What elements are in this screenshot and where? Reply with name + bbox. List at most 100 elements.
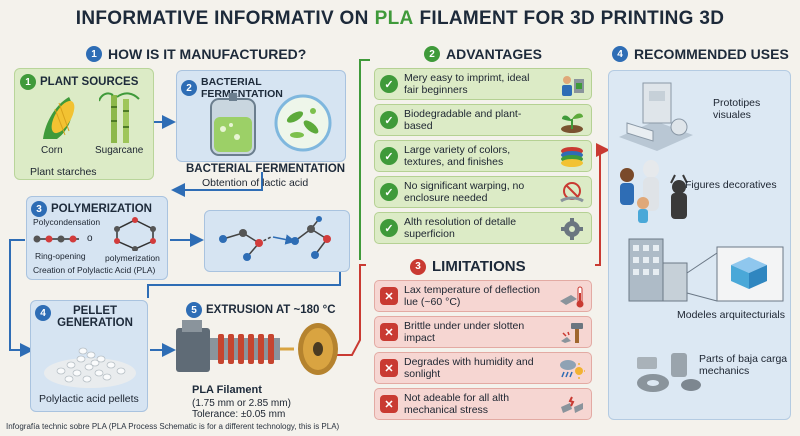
section-title: LIMITATIONS <box>432 258 526 275</box>
cross-icon: ✕ <box>380 287 398 305</box>
step-polymerization: 3 POLYMERIZATION Polycondensation o Ring… <box>26 196 168 280</box>
corn-icon <box>43 97 75 139</box>
broken-part-icon <box>561 396 583 413</box>
filament-title: PLA Filament <box>192 384 262 396</box>
plant-caption: Plant starches <box>30 166 97 178</box>
gear-icon <box>561 218 583 240</box>
recommended-uses-panel: Prototipes visuales Figures decoratives … <box>608 70 791 420</box>
check-icon: ✓ <box>380 75 398 93</box>
page-title: INFORMATIVE INFORMATIV ON PLA FILAMENT F… <box>0 0 800 38</box>
thermometer-icon <box>560 286 584 308</box>
step-header: 2 BACTERIAL FERMENTATION <box>181 76 345 100</box>
advantage-item: ✓ Biodegradable and plant-based <box>374 104 592 136</box>
step-number-badge: 1 <box>20 74 36 90</box>
step-extrusion-header: 5 EXTRUSION AT ~180 °C <box>186 302 336 318</box>
title-part2: FILAMENT FOR 3D PRINTING 3D <box>419 8 725 29</box>
fermenter-tank-icon <box>210 93 256 156</box>
advantage-item: ✓ No significant warping, no enclosure n… <box>374 176 592 208</box>
limitation-text: Degrades with humidity and sonlight <box>404 356 534 380</box>
step-fermentation: 2 BACTERIAL FERMENTATION <box>176 70 346 162</box>
sugarcane-label: Sugarcane <box>95 145 144 156</box>
section-number-badge: 1 <box>86 46 102 62</box>
or-label: o <box>87 233 93 244</box>
section-uses-header: 4 RECOMMENDED USES <box>612 46 789 62</box>
section-title: HOW IS IT MANUFACTURED? <box>108 46 307 62</box>
step-title: BACTERIAL FERMENTATION <box>201 76 283 100</box>
limitation-text: Not adeable for all alth mechanical stre… <box>404 392 510 416</box>
figures-icon <box>620 160 688 223</box>
pellet-caption: Polylactic acid pellets <box>39 393 139 405</box>
mechanical-parts-icon <box>637 353 701 392</box>
molecule-chain-icon <box>33 235 79 243</box>
step-title-line1: PELLET <box>72 305 118 317</box>
ring-opening-label: Ring-opening <box>35 251 86 261</box>
step-number-badge: 5 <box>186 302 202 318</box>
step-number-badge: 4 <box>35 305 51 321</box>
step-title: EXTRUSION AT ~180 °C <box>206 304 336 316</box>
check-icon: ✓ <box>380 111 398 129</box>
title-highlight: PLA <box>374 8 414 29</box>
limitation-text: Brittle under under slotten impact <box>404 320 525 344</box>
advantage-text: Large variety of colors, textures, and f… <box>404 144 511 168</box>
step-header: 4 PELLET GENERATION <box>35 305 135 329</box>
footer-caption: Infografía technic sobre PLA (PLA Proces… <box>6 422 340 431</box>
filament-diameter: (1.75 mm or 2.85 mm) <box>192 398 291 409</box>
advantage-text: No significant warping, no enclosure nee… <box>404 180 525 204</box>
pellets-pile-icon <box>44 347 136 388</box>
advantage-item: ✓ Large variety of colors, textures, and… <box>374 140 592 172</box>
polymerization-label: polymerization <box>105 253 160 263</box>
polycondensation-label: Polycondensation <box>33 217 101 227</box>
use-label: Modeles arquitecturials <box>677 309 785 321</box>
use-label: Prototipes visuales <box>713 97 761 121</box>
cross-icon: ✕ <box>380 395 398 413</box>
section-advantages-header: 2 ADVANTAGES <box>424 46 542 62</box>
hammer-icon <box>561 323 583 343</box>
check-icon: ✓ <box>380 183 398 201</box>
cross-icon: ✕ <box>380 359 398 377</box>
pla-molecule-icon <box>219 216 331 261</box>
step-number-badge: 2 <box>181 80 197 96</box>
person-printer-icon <box>562 76 584 96</box>
advantage-item: ✓ Mery easy to imprimt, ideal fair begin… <box>374 68 592 100</box>
fermentation-caption: Obtention of lactic acid <box>202 177 309 189</box>
pla-molecule-box <box>204 210 350 272</box>
title-part1: INFORMATIVE INFORMATIV ON <box>75 8 369 29</box>
sprout-icon <box>561 113 583 133</box>
step-plant-sources: 1 PLANT SOURCES Corn Sugarcane <box>14 68 154 180</box>
section-limitations-header: 3 LIMITATIONS <box>410 258 526 275</box>
sugarcane-icon <box>99 92 140 143</box>
check-icon: ✓ <box>380 219 398 237</box>
use-label: Figures decoratives <box>685 179 777 191</box>
section-number-badge: 4 <box>612 46 628 62</box>
step-title-line2: GENERATION <box>57 317 133 329</box>
prototype-icon <box>619 82 693 151</box>
section-title: ADVANTAGES <box>446 46 542 62</box>
section-number-badge: 3 <box>410 258 426 275</box>
limitation-item: ✕ Not adeable for all alth mechanical st… <box>374 388 592 420</box>
advantage-item: ✓ Alth resolution of detalle superficion <box>374 212 592 244</box>
polymerization-caption: Creation of Polylactic Acid (PLA) <box>33 265 156 275</box>
step-title: POLYMERIZATION <box>51 203 152 215</box>
advantage-text: Mery easy to imprimt, ideal fair beginne… <box>404 72 530 96</box>
no-warping-icon <box>560 182 584 203</box>
limitation-item: ✕ Degrades with humidity and sonlight <box>374 352 592 384</box>
corn-label: Corn <box>41 145 63 156</box>
step-number-badge: 3 <box>31 201 47 217</box>
extruder-machine-icon <box>176 320 338 375</box>
use-label: Parts of baja carga mechanics <box>699 353 788 377</box>
step-title: PLANT SOURCES <box>40 76 139 88</box>
check-icon: ✓ <box>380 147 398 165</box>
weather-icon <box>560 360 585 379</box>
limitation-item: ✕ Brittle under under slotten impact <box>374 316 592 348</box>
cross-icon: ✕ <box>380 323 398 341</box>
bacteria-icon <box>274 94 332 152</box>
step-header: 3 POLYMERIZATION <box>31 201 152 217</box>
building-icon <box>628 238 784 302</box>
step-header: 1 PLANT SOURCES <box>20 74 138 90</box>
section-manufacture-header: 1 HOW IS IT MANUFACTURED? <box>86 46 306 62</box>
filament-spools-icon <box>561 147 583 167</box>
fermentation-caption-title: BACTERIAL FERMENTATION <box>186 163 346 175</box>
limitation-item: ✕ Lax temperature of deflection lue (~60… <box>374 280 592 312</box>
advantage-text: Biodegradable and plant-based <box>404 108 522 132</box>
